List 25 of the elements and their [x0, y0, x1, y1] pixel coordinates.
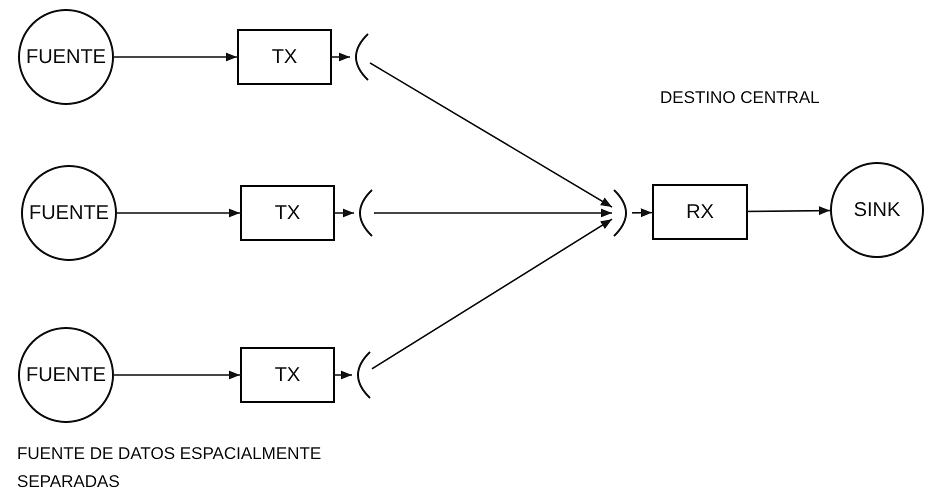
arrow [335, 208, 354, 218]
arrow [335, 370, 352, 380]
arrow [332, 52, 350, 62]
arrow [114, 370, 240, 380]
arrow [370, 62, 612, 208]
caption-text: FUENTE DE DATOS ESPACIALMENTE SEPARADAS [17, 443, 322, 493]
node-label: TX [274, 202, 300, 224]
arrow [374, 208, 612, 218]
node-label: TX [272, 46, 298, 68]
process-box [652, 184, 748, 240]
process-box [237, 29, 332, 85]
arrow [748, 206, 830, 216]
arrow [114, 52, 237, 62]
node-label: RX [686, 200, 714, 224]
node-label: FUENTE [26, 364, 106, 386]
arrow [632, 208, 652, 218]
caption-text: DESTINO CENTRAL [660, 87, 821, 109]
node-label: SINK [854, 198, 900, 222]
node-label: TX [274, 364, 300, 386]
process-box [240, 185, 335, 241]
process-box [240, 347, 335, 403]
arrow [117, 208, 240, 218]
node-label: FUENTE [26, 46, 106, 68]
arrow [372, 218, 612, 370]
node-label: FUENTE [29, 202, 109, 224]
